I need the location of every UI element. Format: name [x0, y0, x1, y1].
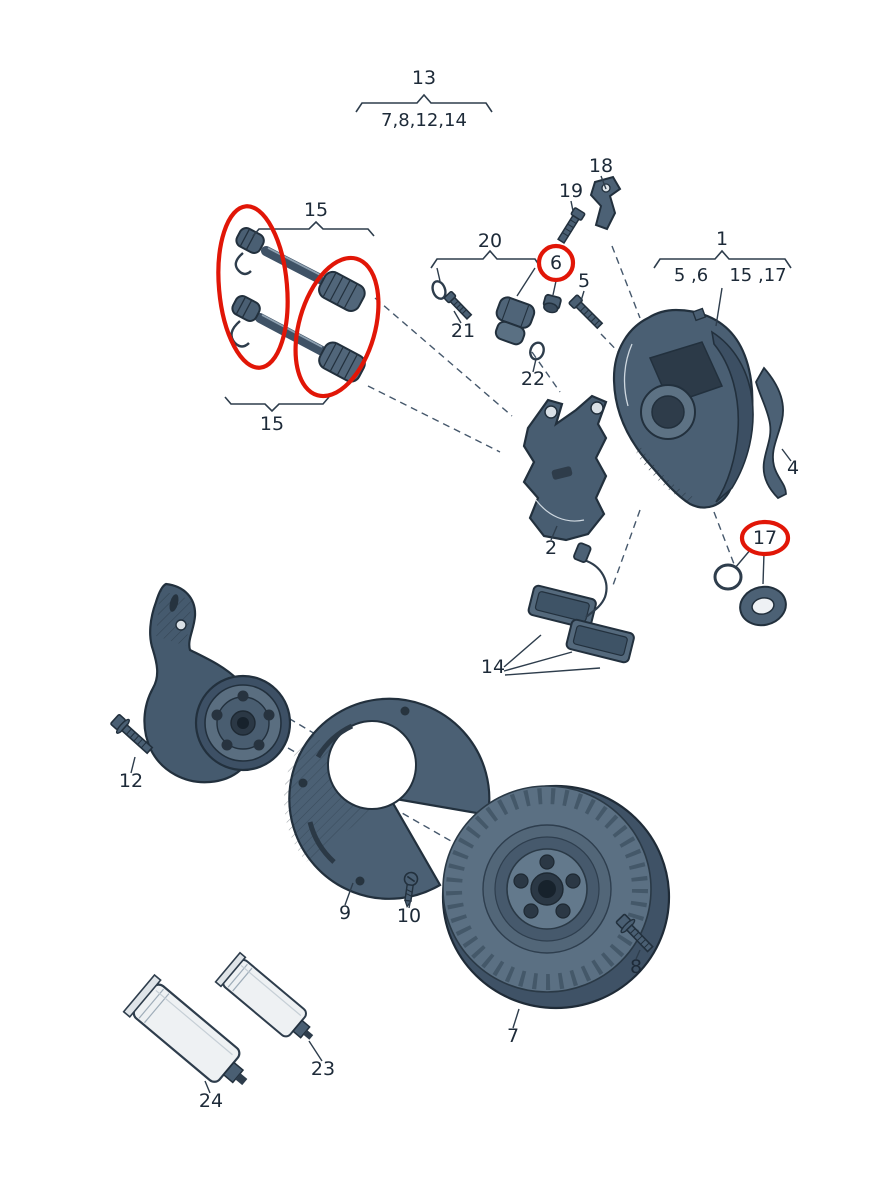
callout-1: 1	[716, 228, 728, 250]
callout-24: 24	[199, 1090, 223, 1112]
wheel-bolt	[615, 913, 654, 953]
guide-pin-lower	[230, 295, 366, 383]
callout-23: 23	[311, 1058, 335, 1080]
callout-15-bottom: 15	[260, 413, 284, 435]
callout-4: 4	[787, 457, 799, 479]
highlight-marks	[216, 204, 791, 557]
bracket-13	[355, 93, 493, 113]
callout-1-sub-a: 5 ,6	[674, 265, 708, 286]
knuckle-bolt	[110, 713, 154, 755]
callout-18: 18	[589, 155, 613, 177]
callout-5: 5	[578, 270, 590, 292]
kit-washer	[431, 280, 447, 300]
callout-19: 19	[559, 180, 583, 202]
callout-20: 20	[478, 230, 502, 252]
cap-nut	[542, 293, 562, 314]
callout-21: 21	[451, 320, 475, 342]
wheel-hub-bearing	[194, 674, 292, 772]
guide-repair-kit	[431, 280, 545, 361]
wear-sensor-wire	[583, 558, 608, 618]
callout-9: 9	[339, 902, 351, 924]
shield-screw	[403, 871, 419, 909]
callout-7: 7	[507, 1025, 519, 1047]
kit-piston-body	[494, 296, 536, 346]
callout-1-sub-b: 15 ,17	[729, 265, 786, 286]
brake-disc	[441, 784, 671, 1010]
callout-6: 6	[550, 252, 562, 274]
pin-sleeve	[318, 270, 366, 312]
piston-seal-parts	[713, 563, 787, 627]
callout-8: 8	[630, 956, 642, 978]
splash-shield	[283, 697, 491, 900]
callout-12: 12	[119, 770, 143, 792]
callout-14: 14	[481, 656, 505, 678]
grease-tube-large	[122, 973, 248, 1086]
bracket-20	[430, 249, 542, 269]
callout-22: 22	[521, 368, 545, 390]
bleeder-screw	[692, 307, 707, 322]
pin-sleeve	[318, 341, 366, 383]
piston-seal-ring	[713, 563, 743, 591]
callout-13-sub: 7,8,12,14	[381, 110, 467, 131]
piston-dust-boot	[739, 585, 787, 627]
callout-15-top: 15	[304, 199, 328, 221]
callout-brackets	[224, 93, 792, 413]
callout-17: 17	[753, 527, 777, 549]
highlight-ellipse-17	[739, 519, 791, 557]
callout-leader-lines	[130, 175, 792, 1094]
kit-bolt	[443, 290, 473, 321]
callout-13: 13	[412, 67, 436, 89]
callout-2: 2	[545, 537, 557, 559]
callout-10: 10	[397, 905, 421, 927]
shield-hub-hole	[327, 720, 417, 810]
caliper-carrier	[522, 394, 608, 542]
brake-caliper	[612, 307, 754, 509]
highlight-ellipse-pin-caps	[216, 204, 290, 370]
disc-vent-ring	[446, 788, 648, 990]
caliper-bolt	[568, 294, 604, 330]
bracket-bolt	[557, 207, 586, 245]
grease-tube-small	[214, 951, 314, 1040]
highlight-circle-6	[536, 243, 576, 283]
bracket-1	[653, 249, 792, 269]
sensor-bracket	[589, 175, 622, 231]
highlight-ellipse-pin-sleeves	[293, 255, 381, 399]
bracket-15-top	[252, 220, 375, 237]
callout-labels: 13 7,8,12,14 15 15 18 19 20 21 22 6 5 1 …	[119, 67, 799, 1112]
pin-spring-clip	[230, 320, 250, 348]
brake-pads	[527, 542, 635, 664]
wear-sensor-connector	[573, 542, 592, 563]
kit-o-ring	[529, 341, 545, 361]
bracket-15-bottom	[224, 396, 330, 413]
retaining-spring	[755, 366, 787, 500]
pin-spring-clip	[234, 252, 252, 276]
